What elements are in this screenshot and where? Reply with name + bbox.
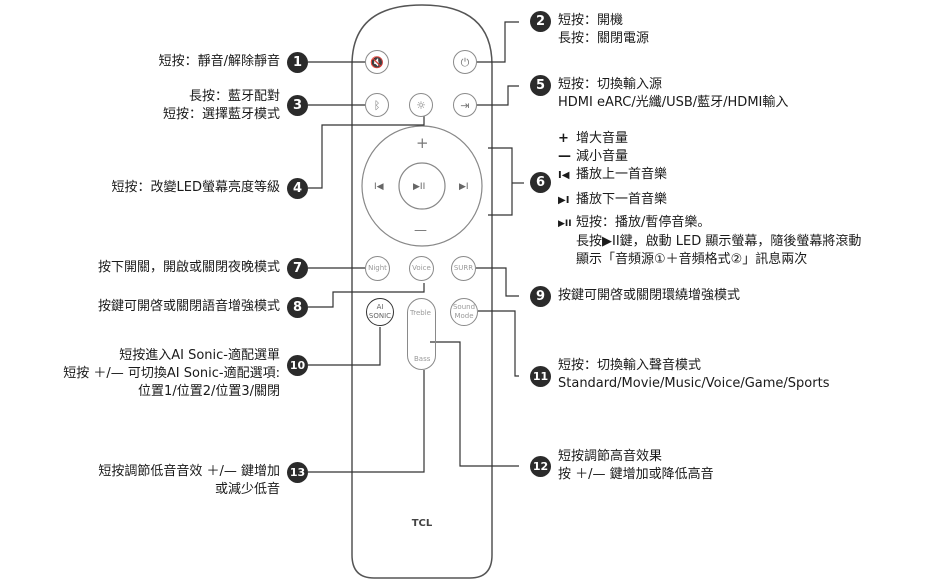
callout-6-item: ▶I 播放下一首音樂 <box>558 191 861 210</box>
line-13 <box>308 370 425 473</box>
badge-1: 1 <box>287 52 308 73</box>
callout-13-text: 短按調節低音音效 ＋/— 鍵增加 或減少低音 <box>98 464 280 497</box>
line-10 <box>308 327 381 366</box>
callout-3-text: 長按：藍牙配對 短按：選擇藍牙模式 <box>162 89 280 122</box>
previous-button[interactable]: I◀ <box>374 182 384 192</box>
callout-1-text: 短按：靜音/解除靜音 <box>158 54 280 69</box>
callout-2-text: 短按：開機 長按：關閉電源 <box>558 13 650 46</box>
bass-button[interactable]: Bass <box>414 355 431 363</box>
line-12 <box>430 341 519 467</box>
callout-6-item-text: 減小音量 <box>576 149 629 164</box>
badge-3: 3 <box>287 95 308 116</box>
volume-down-button[interactable]: — <box>414 223 427 238</box>
badge-7: 7 <box>287 258 308 279</box>
treble-button[interactable]: Treble <box>410 309 431 317</box>
callout-11-text: 短按：切換輸入聲音模式 Standard/Movie/Music/Voice/G… <box>558 358 830 391</box>
badge-13: 13 <box>287 462 308 483</box>
callout-9-text: 按鍵可開啓或關閉環繞增強模式 <box>558 288 741 303</box>
badge-5: 5 <box>530 75 551 96</box>
callout-6-item-text: 播放上一首音樂 <box>576 167 668 182</box>
badge-4: 4 <box>287 178 308 199</box>
line-11 <box>478 310 519 377</box>
bluetooth-button[interactable]: ᛒ <box>365 93 389 117</box>
sound-mode-button[interactable]: Sound Mode <box>450 298 478 326</box>
callout-5-text: 短按：切換輸入源 HDMI eARC/光纖/USB/藍牙/HDMI輸入 <box>558 77 789 110</box>
input-icon: ⇥ <box>460 98 470 112</box>
callout-6-item-text: 增大音量 <box>576 131 629 146</box>
callout-6-item: — 減小音量 <box>558 148 861 166</box>
next-symbol: ▶I <box>558 195 570 206</box>
badge-2: 2 <box>530 11 551 32</box>
callout-8-text: 按鍵可開啓或關閉語音增強模式 <box>97 299 280 314</box>
treble-bass-rocker[interactable] <box>407 298 436 370</box>
night-button[interactable]: Night <box>365 256 390 281</box>
volume-up-button[interactable]: + <box>416 134 429 152</box>
callout-6-item: I◀ 播放上一首音樂 <box>558 166 861 185</box>
callout-6-extra: 長按▶II鍵，啟動 LED 顯示螢幕，隨後螢幕將滾動 顯示「音頻源①＋音頻格式②… <box>576 234 862 267</box>
badge-11: 11 <box>530 366 551 387</box>
volume-up-symbol: + <box>558 131 569 146</box>
badge-8: 8 <box>287 297 308 318</box>
callout-12-text: 短按調節高音效果 按 ＋/— 鍵增加或降低高音 <box>558 449 714 482</box>
volume-down-symbol: — <box>558 149 571 164</box>
line-2 <box>477 21 519 63</box>
previous-symbol: I◀ <box>558 170 570 181</box>
callout-4-text: 短按：改變LED螢幕亮度等級 <box>111 180 280 195</box>
power-button[interactable]: ⏻ <box>453 50 477 74</box>
badge-12: 12 <box>530 456 551 477</box>
input-button[interactable]: ⇥ <box>453 93 477 117</box>
surr-button[interactable]: SURR <box>451 256 476 281</box>
line-8 <box>308 283 425 308</box>
power-icon: ⏻ <box>460 55 470 69</box>
mute-button[interactable]: 🔇 <box>365 50 389 74</box>
badge-9: 9 <box>530 286 551 307</box>
callout-6-item-text: 播放下一首音樂 <box>576 192 668 207</box>
bluetooth-icon: ᛒ <box>373 98 381 112</box>
callout-6-item: + 增大音量 <box>558 130 861 148</box>
play-button-ring <box>398 162 446 210</box>
badge-10: 10 <box>287 355 308 376</box>
callout-6-item-text: 短按：播放/暫停音樂。 <box>576 215 711 230</box>
line-9 <box>476 267 519 297</box>
callout-6-list: + 增大音量 — 減小音量 I◀ 播放上一首音樂 ▶I 播放下一首音樂 ▶II 短按：播放… <box>558 130 861 269</box>
brightness-button[interactable]: ☼ <box>409 93 433 117</box>
callout-6-item: ▶II 短按：播放/暫停音樂。 <box>558 214 861 233</box>
brand-logo: TCL <box>412 518 433 529</box>
voice-button[interactable]: Voice <box>409 256 434 281</box>
dpad-ring <box>361 125 483 247</box>
line-6 <box>488 147 513 216</box>
callout-10-text: 短按進入AI Sonic-適配選單 短按 ＋/— 可切換AI Sonic-適配選… <box>63 348 280 399</box>
mute-icon: 🔇 <box>370 55 384 69</box>
badge-6: 6 <box>530 172 551 193</box>
play-pause-button[interactable]: ▶II <box>413 182 426 192</box>
ai-sonic-button[interactable]: AI SONIC <box>366 298 394 326</box>
next-button[interactable]: ▶I <box>459 182 469 192</box>
line-4 <box>308 110 425 189</box>
callout-7-text: 按下開關，開啟或關閉夜晚模式 <box>97 260 280 275</box>
line-5 <box>477 85 519 106</box>
brightness-icon: ☼ <box>416 98 426 112</box>
play-pause-symbol: ▶II <box>558 219 572 229</box>
